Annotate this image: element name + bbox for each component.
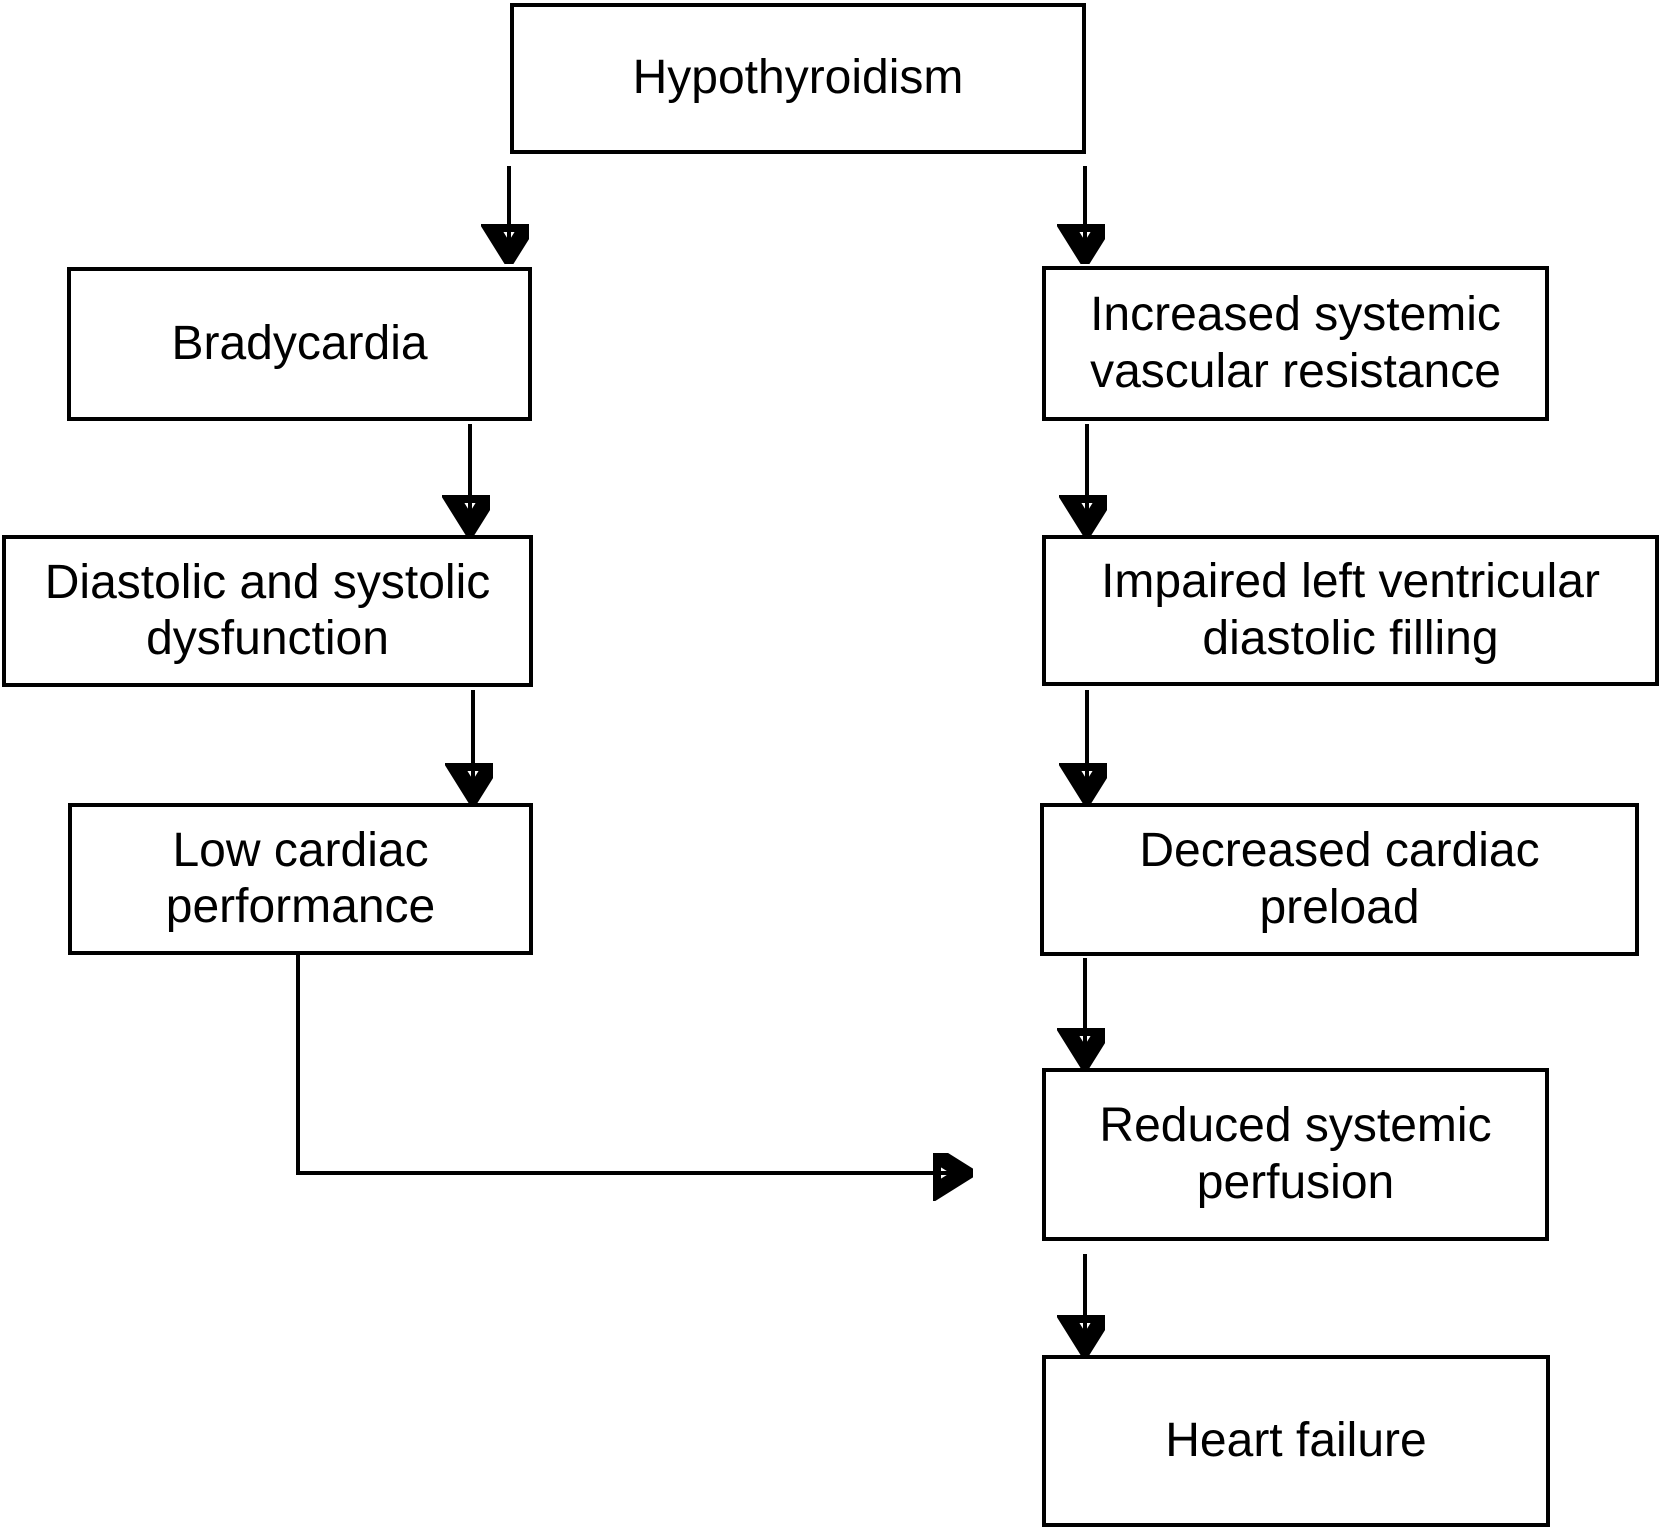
arrow-low-cardiac-to-reduced-perfusion <box>296 953 965 1173</box>
node-hypothyroidism: Hypothyroidism <box>510 3 1086 154</box>
node-heart-failure-label: Heart failure <box>1165 1413 1427 1467</box>
node-low-cardiac-performance: Low cardiac performance <box>68 803 533 955</box>
node-decreased-cardiac-preload-label: Decreased cardiac preload <box>1139 824 1540 934</box>
node-increased-systemic-vascular-resistance-label: Increased systemic vascular resistance <box>1090 288 1501 398</box>
node-increased-systemic-vascular-resistance: Increased systemic vascular resistance <box>1042 266 1549 421</box>
node-diastolic-systolic-dysfunction: Diastolic and systolic dysfunction <box>2 535 533 687</box>
node-diastolic-systolic-dysfunction-label: Diastolic and systolic dysfunction <box>44 555 491 665</box>
node-hypothyroidism-label: Hypothyroidism <box>632 51 964 105</box>
node-low-cardiac-performance-label: Low cardiac performance <box>165 823 436 933</box>
node-bradycardia-label: Bradycardia <box>171 316 428 370</box>
node-reduced-systemic-perfusion-label: Reduced systemic perfusion <box>1099 1099 1492 1209</box>
node-impaired-left-ventricular-diastolic-filling-label: Impaired left ventricular diastolic fill… <box>1101 555 1600 665</box>
node-impaired-left-ventricular-diastolic-filling: Impaired left ventricular diastolic fill… <box>1042 535 1659 686</box>
node-bradycardia: Bradycardia <box>67 267 532 421</box>
node-reduced-systemic-perfusion: Reduced systemic perfusion <box>1042 1068 1549 1241</box>
node-decreased-cardiac-preload: Decreased cardiac preload <box>1040 803 1639 956</box>
node-heart-failure: Heart failure <box>1042 1355 1550 1527</box>
